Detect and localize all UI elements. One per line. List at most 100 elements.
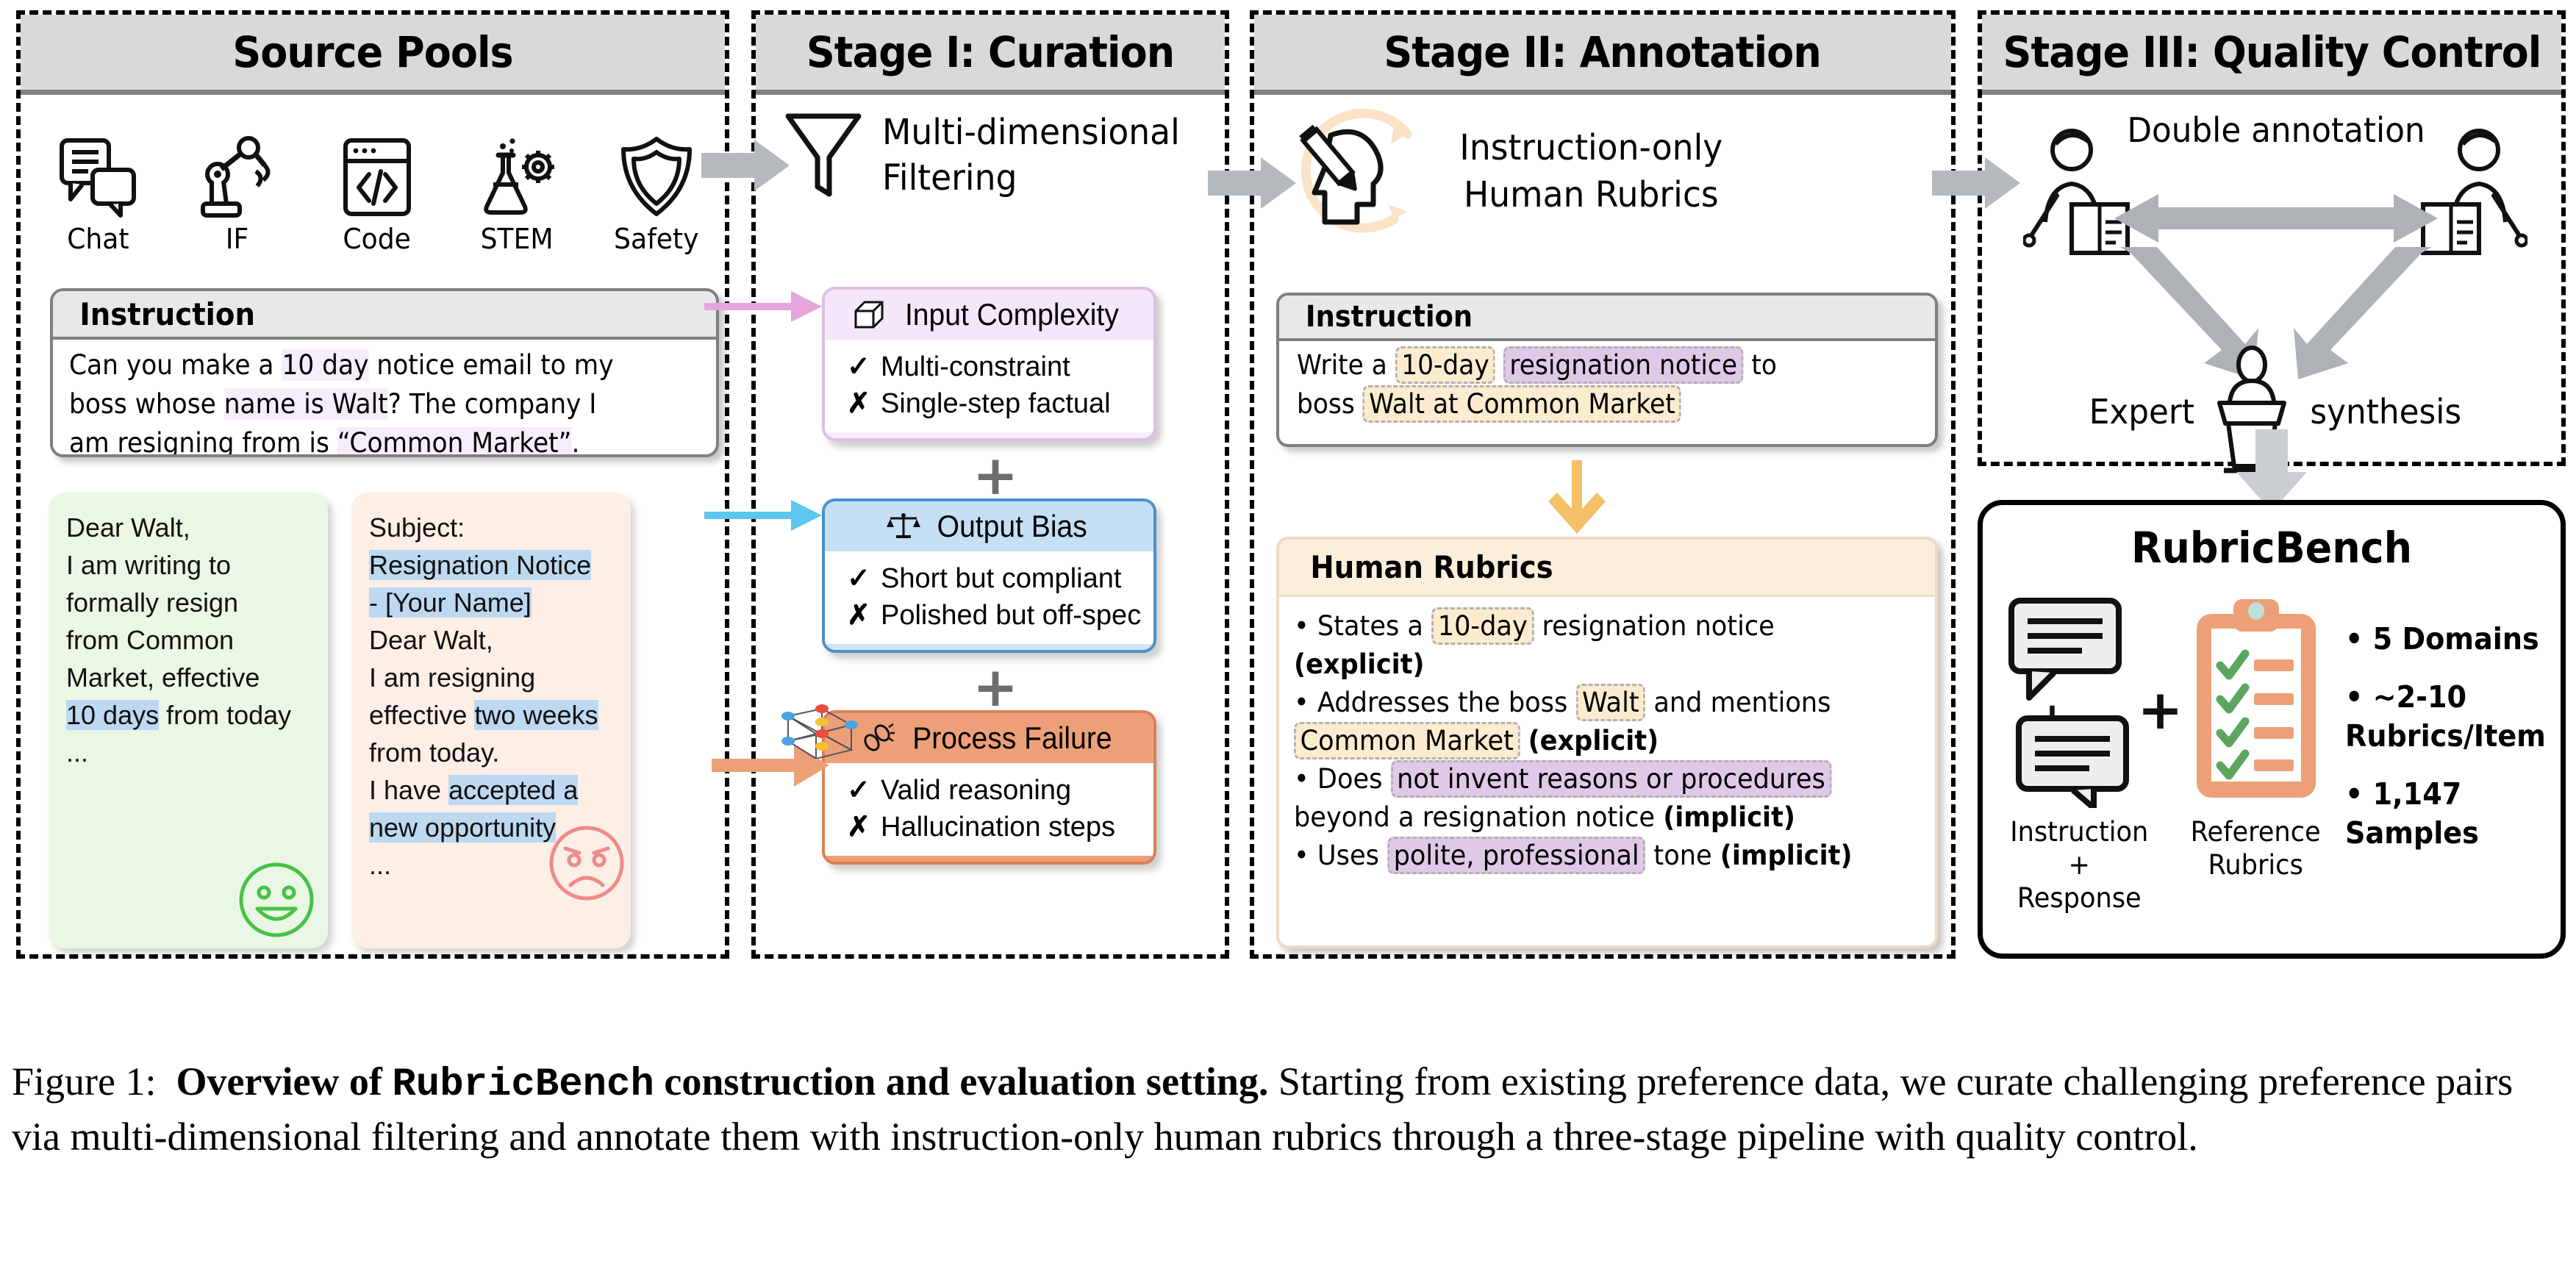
instr2-b: ? The company I [387,388,597,420]
bench-fact-samples-b: Samples [2344,815,2479,851]
stage2-instr-l1b: to [1743,349,1777,381]
funnel-label-l2: Filtering [882,157,1017,199]
head-pencil-icon [1299,108,1412,233]
human-rubrics-card: Human Rubrics • States a 10-day resignat… [1276,537,1938,948]
expert-label: Expert [2089,392,2195,432]
filter-input-bad-label: Single-step factual [881,388,1111,419]
rubric3-kind: (implicit) [1663,801,1795,833]
annotation-head-label: Instruction-only Human Rubrics [1459,124,1722,218]
panel-title-stage-1: Stage I: Curation [806,27,1175,77]
filter-card-process-failure: Process Failure ✓Valid reasoning ✗Halluc… [822,710,1156,865]
tag-walt-common-market: Walt at Common Market [1362,385,1682,423]
resp-good-l2: I am writing to [66,550,232,580]
bench-cap-l2: + Response [2017,849,2142,914]
check-icon: ✓ [847,351,870,382]
resp-bad-l9: new opportunity [369,809,616,846]
panel-header-stage-3: Stage III: Quality Control [1982,15,2561,95]
arrow-orange-to-process-failure [712,744,829,787]
instruction-card-stage2-header: Instruction [1279,296,1935,341]
layers-icon [854,301,884,329]
clipboard-checklist-icon [2196,599,2316,798]
rubric2-a: • Addresses the boss [1294,687,1576,718]
rubric-item-2: • Addresses the boss Walt and mentions C… [1294,684,1892,760]
rubricbench-panel: RubricBench + Instruction [1978,500,2566,959]
rubric-item-4: • Uses polite, professional tone (implic… [1294,837,1892,875]
filter-input-good-label: Multi-constraint [881,351,1070,382]
rubric3-b: beyond a resignation notice [1294,801,1664,833]
filter-card-output-bias: Output Bias ✓Short but compliant ✗Polish… [822,498,1156,653]
broken-chain-icon [864,723,895,751]
source-pool-safety: Safety [593,136,721,255]
response-bad-text: Subject: Resignation Notice - [Your Name… [351,493,631,884]
panel-source-pools: Source Pools Chat [16,10,729,959]
filter-card-process-header: Process Failure [825,713,1153,763]
arrow-converge-left [2120,247,2258,379]
instruction-line-1: Can you make a 10 day notice email to my [69,346,656,385]
instruction-card-body: Can you make a 10 day notice email to my… [53,340,716,454]
tag-10-day: 10-day [1395,346,1496,384]
synthesis-label: synthesis [2310,392,2462,432]
response-bubble-good: Dear Walt, I am writing to formally resi… [49,493,328,948]
cross-icon: ✗ [847,812,870,843]
bench-fact-samples-a: • 1,147 [2344,776,2461,812]
bench-cap-l1: Instruction [2010,816,2149,848]
instruction-card-stage2-title: Instruction [1305,300,1473,334]
response-good-text: Dear Walt, I am writing to formally resi… [49,493,328,771]
arrow-down-orange [1548,460,1606,534]
caption-bold-mono: RubricBench [392,1062,654,1107]
panel-title-stage-3: Stage III: Quality Control [2003,27,2541,77]
caption-prefix: Figure 1: [12,1059,157,1104]
filter-card-process-title: Process Failure [912,720,1112,755]
resp-bad-ellipsis: ... [369,850,392,880]
rubric-item-3: • Does not invent reasons or procedures … [1294,760,1892,837]
resp-bad-l9-highlight: new opportunity [369,812,557,843]
filter-output-good: ✓Short but compliant [847,560,1153,597]
human-rubrics-header: Human Rubrics [1279,540,1935,597]
stage2-instr-line-1: Write a 10-day resignation notice to [1297,346,1877,385]
arrow-grey-stage2-to-stage3 [1932,157,2020,209]
panel-header-source-pools: Source Pools [21,15,725,95]
bench-cap-m2: Rubrics [2208,849,2304,881]
arrow-grey-source-to-stage1 [701,140,790,191]
rubric3-tag: not invent reasons or procedures [1390,760,1832,798]
resp-bad-l4: Dear Walt, [369,625,493,655]
podium-speaker-icon [2217,346,2287,473]
rubric2-tag2: Common Market [1294,722,1520,759]
bench-col-rubrics: Reference Rubrics [2186,595,2326,881]
expert-synthesis-row: Expert synthesis [1982,346,2570,478]
bench-fact-rubrics-b: Rubrics/Item [2344,718,2546,754]
resp-good-ellipsis: ... [66,737,89,768]
source-pool-stem: STEM [453,136,582,255]
rubric2-b2 [1520,725,1528,757]
resp-bad-l6: effective two weeks [369,696,616,734]
funnel-label: Multi-dimensional Filtering [882,110,1180,201]
filter-output-bad-label: Polished but off-spec [881,600,1142,631]
bench-fact-domains: • 5 Domains [2344,621,2539,657]
source-pool-chat-label: Chat [66,223,129,255]
rubric-item-1: • States a 10-day resignation notice (ex… [1294,607,1892,684]
chat-icon [60,138,136,218]
filter-input-good: ✓ Multi-constraint [847,348,1153,385]
source-pool-code-label: Code [343,223,412,255]
bench-fact-rubrics-a: • ~2-10 [2344,679,2466,715]
instruction-line-2: boss whose name is Walt? The company I [69,385,656,423]
rubricbench-title: RubricBench [2130,523,2413,573]
funnel-icon [785,113,862,197]
rubric1-a: • States a [1294,610,1432,642]
resp-bad-l8a: I have [369,775,449,805]
rubric3-a: • Does [1294,763,1391,795]
filter-process-good-label: Valid reasoning [881,775,1072,806]
shield-icon [621,137,692,216]
rubricbench-body: + Instruction + Response + [1983,595,2561,948]
human-rubrics-title: Human Rubrics [1310,549,1553,585]
filter-card-process-body: ✓Valid reasoning ✗Hallucination steps [825,763,1153,856]
resp-bad-l6-highlight: two weeks [474,700,598,730]
plus-sign-2: + [973,656,1019,719]
filter-card-output-body: ✓Short but compliant ✗Polished but off-s… [825,551,1153,644]
panel-stage-2: Stage II: Annotation Instruction-only Hu… [1250,10,1956,959]
source-pool-safety-label: Safety [614,223,699,255]
resp-good-l4: from Common [66,625,235,655]
frowning-face-icon [549,826,624,901]
source-pool-code: Code [313,136,442,255]
resp-good-l5: Market, effective [66,662,260,693]
